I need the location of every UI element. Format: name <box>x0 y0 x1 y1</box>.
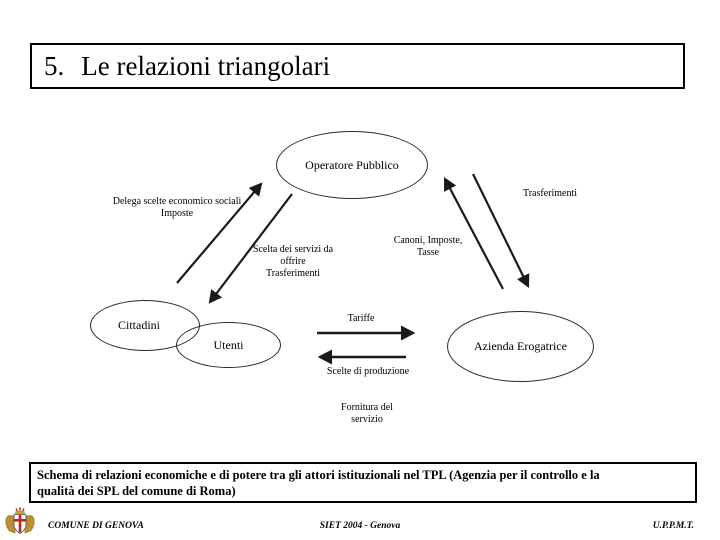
node-label: Utenti <box>213 337 244 352</box>
title-box: 5. Le relazioni triangolari <box>30 43 685 89</box>
node-label: Azienda Erogatrice <box>474 339 567 353</box>
edge-label-canoni: Canoni, Imposte, Tasse <box>393 235 463 258</box>
footer-left-label: COMUNE DI GENOVA <box>48 521 144 531</box>
edge-label-scelte-produzione: Scelte di produzione <box>326 366 410 377</box>
edge-label-scelta-servizi: Scelta dei servizi da offrire Trasferime… <box>252 244 334 279</box>
node-utenti: Utenti <box>176 322 281 368</box>
footer-right-label: U.P.P.M.T. <box>652 521 694 531</box>
footer-center-label: SIET 2004 - Genova <box>319 521 401 531</box>
node-label: Operatore Pubblico <box>305 157 399 172</box>
edge-label-fornitura: Fornitura del servizio <box>341 402 393 425</box>
genova-coat-of-arms-icon <box>5 507 35 534</box>
edge-label-tariffe: Tariffe <box>347 313 375 324</box>
node-operatore-pubblico: Operatore Pubblico <box>276 131 428 199</box>
page-title: Le relazioni triangolari <box>81 50 331 81</box>
edge-label-trasferimenti: Trasferimenti <box>522 188 578 199</box>
caption-line: Schema di relazioni economiche e di pote… <box>37 468 600 482</box>
node-label: Cittadini <box>118 318 160 332</box>
caption-line: qualità dei SPL del comune di Roma) <box>37 484 236 498</box>
title-number: 5. <box>44 50 65 81</box>
caption-box: Schema di relazioni economiche e di pote… <box>29 462 697 503</box>
edge-label-delega: Delega scelte economico sociali Imposte <box>112 196 242 219</box>
arrow-azienda-to-operatore <box>443 177 504 290</box>
node-azienda-erogatrice: Azienda Erogatrice <box>447 311 594 382</box>
